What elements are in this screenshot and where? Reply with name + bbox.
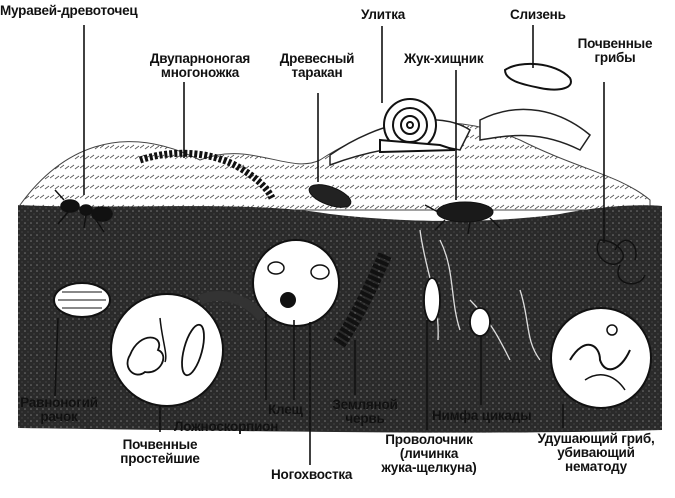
label-slug: Слизень (510, 7, 566, 22)
slug-figure (503, 62, 572, 91)
label-cicada: Нимфа цикады (432, 408, 532, 423)
label-mite: Клещ (268, 402, 303, 417)
label-protozoa: Почвенные простейшие (120, 437, 200, 466)
label-fungi: Почвенные грибы (577, 36, 653, 65)
label-pseudoscorpion: Ложноскорпион (174, 419, 279, 434)
wireworm-figure (423, 277, 441, 323)
label-millipede: Двупарноногая многоножка (149, 51, 251, 80)
protozoa-circle (110, 293, 224, 407)
leader-lines (54, 25, 605, 465)
fungi-figure (596, 239, 646, 285)
label-snail: Улитка (361, 7, 406, 22)
label-beetle: Жук-хищник (404, 51, 484, 66)
label-ant: Муравей-древоточец (0, 3, 138, 18)
beetle-figure (424, 201, 501, 235)
earthworm-figure (332, 252, 392, 349)
cockroach-figure (308, 184, 352, 208)
label-nematode-fungus: Удушающий гриб, убивающий нематоду (537, 431, 655, 474)
cicada-figure (469, 307, 491, 337)
leaf-litter (19, 122, 651, 211)
snail-figure (379, 98, 456, 154)
label-isopod: Равноногий рачок (20, 395, 98, 424)
label-earthworm: Земляной червь (332, 397, 398, 426)
ant-figure (54, 189, 113, 233)
millipede-figure (138, 149, 276, 200)
label-wireworm: Проволочник (личинка жука-щелкуна) (381, 432, 477, 475)
label-cockroach: Древесный таракан (279, 51, 355, 80)
nematode-circle (550, 307, 652, 409)
label-springtail: Ногохвостка (271, 467, 353, 482)
